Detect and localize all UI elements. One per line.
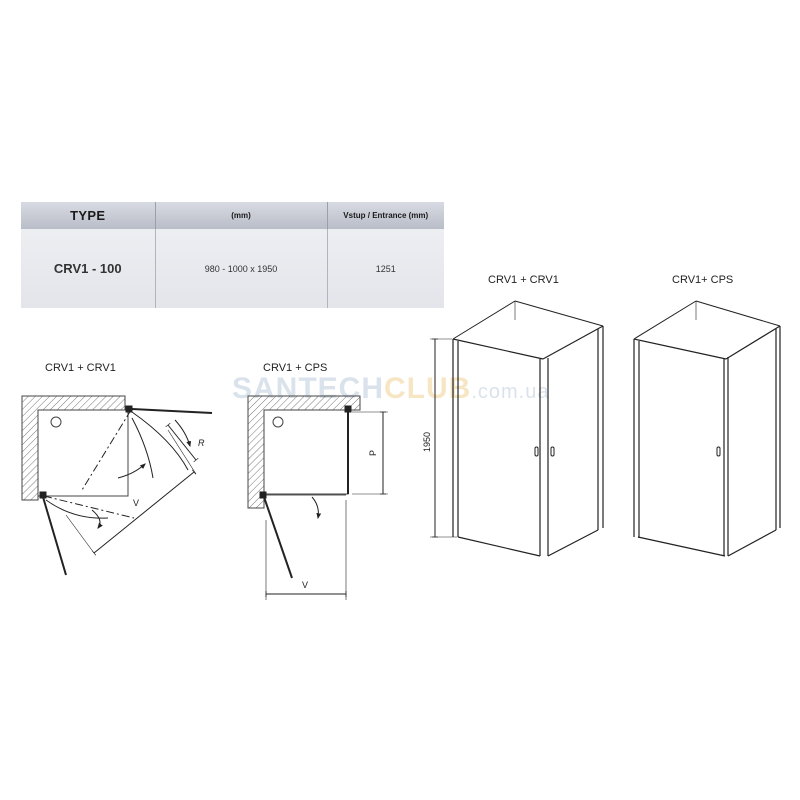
header-dimensions: (mm) — [155, 202, 328, 229]
plan1-dim-ext — [65, 514, 95, 554]
view2-top-front-left — [633, 338, 727, 360]
view1-height-label: 1950 — [422, 432, 432, 452]
view2-handle-icon — [716, 446, 721, 457]
view2-top-front-right — [725, 325, 781, 360]
plan1-swing-arc — [45, 499, 109, 519]
plan1-dim-v — [91, 469, 197, 556]
spec-table: TYPE (mm) Vstup / Entrance (mm) CRV1 - 1… — [21, 202, 444, 308]
plan2-post — [259, 491, 267, 499]
plan-left-title: CRV1 + CRV1 — [45, 362, 116, 374]
view2-bottom-right — [727, 529, 777, 557]
table-row: CRV1 - 100 980 - 1000 x 1950 1251 — [21, 229, 444, 308]
header-type: TYPE — [21, 202, 156, 229]
plan2-drain-icon — [272, 416, 284, 428]
plan1-arrow — [174, 419, 191, 448]
plan-crv1-crv1 — [21, 395, 213, 576]
plan2-tray — [263, 409, 349, 495]
view1-top-back-right — [514, 300, 604, 327]
plan1-dim-r — [165, 422, 199, 463]
view-left-title: CRV1 + CRV1 — [488, 274, 559, 286]
plan1-arrow — [117, 463, 146, 479]
view-crv1-cps — [633, 300, 781, 557]
plan1-swing-arc — [131, 411, 189, 471]
header-entrance: Vstup / Entrance (mm) — [327, 202, 444, 229]
plan2-wall — [247, 395, 361, 509]
cell-entrance: 1251 — [327, 229, 444, 308]
plan-middle-title: CRV1 + CPS — [263, 362, 328, 374]
plan-crv1-cps — [247, 395, 388, 600]
plan1-door-left-open — [42, 496, 67, 576]
watermark-part-c: .com.ua — [471, 381, 550, 403]
view-crv1-crv1 — [430, 300, 604, 557]
view1-handle-right-icon — [550, 446, 555, 457]
plan1-door-right-open — [131, 408, 213, 414]
plan1-post-right — [125, 405, 133, 413]
plan1-drain-icon — [50, 416, 62, 428]
watermark-part-b: CLUB — [384, 372, 472, 405]
view2-bottom-left — [637, 536, 726, 557]
cell-dimensions: 980 - 1000 x 1950 — [155, 229, 328, 308]
cell-model: CRV1 - 100 — [21, 229, 156, 308]
plan1-r-label: R — [198, 438, 205, 448]
view1-bottom-left — [457, 536, 541, 557]
view-right-title: CRV1+ CPS — [672, 274, 734, 286]
view1-bottom-right — [547, 529, 599, 557]
plan1-tray — [37, 409, 129, 497]
plan1-swing-line — [81, 409, 132, 491]
view2-top-back-right — [695, 300, 781, 327]
view1-top-front-left — [452, 338, 544, 360]
plan2-v-label: V — [302, 580, 308, 590]
plan2-door-open — [263, 496, 293, 579]
plan1-dim-ext — [167, 429, 197, 475]
plan1-swing-arc — [131, 417, 154, 479]
view1-top-back-left — [452, 300, 516, 340]
view1-top-front-right — [542, 325, 604, 360]
plan2-p-label: P — [368, 450, 378, 456]
plan1-arrow — [91, 509, 103, 529]
plan2-post — [344, 405, 352, 413]
view2-top-back-left — [633, 300, 697, 340]
plan1-wall — [21, 395, 126, 501]
view1-handle-left-icon — [534, 446, 539, 457]
plan2-arrow — [311, 496, 322, 520]
plan1-v-label: V — [133, 498, 139, 508]
spec-table-header: TYPE (mm) Vstup / Entrance (mm) — [21, 202, 444, 229]
